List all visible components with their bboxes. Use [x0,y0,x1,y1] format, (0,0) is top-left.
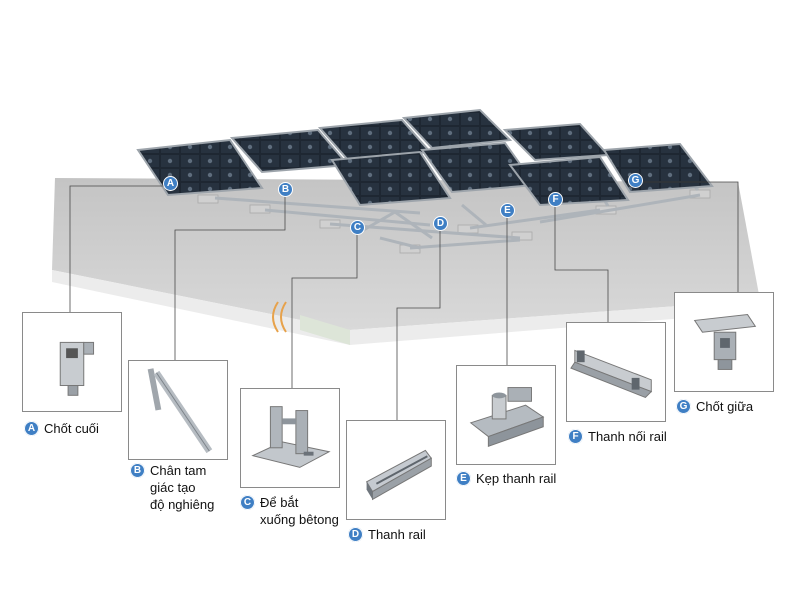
part-label-f: Thanh nối rail [588,429,667,444]
solar-panel [330,150,452,207]
part-caption-f: F Thanh nối rail [568,428,667,445]
part-label-e: Kẹp thanh rail [476,471,557,486]
part-label-d: Thanh rail [368,527,426,542]
badge-f: F [568,429,583,444]
mid-clamp-icon [693,314,757,370]
part-caption-b: B Chân tam giác tạo độ nghiêng [130,462,214,513]
solar-panel [502,122,611,162]
rail-connector-icon [570,349,653,399]
end-clamp-icon [59,341,95,396]
marker-d: D [433,216,448,231]
part-label-g: Chốt giữa [696,399,754,414]
part-caption-d: D Thanh rail [348,526,426,543]
concrete-base-icon [251,406,331,468]
triangle-leg-icon [147,368,213,454]
rail-icon [365,449,433,501]
part-caption-e: E Kẹp thanh rail [456,470,556,487]
roof-slab-front [300,315,350,345]
part-image-e [456,365,556,465]
badge-a: A [24,421,39,436]
badge-c: C [240,495,255,510]
solar-panel [401,108,513,150]
part-image-g [674,292,774,392]
roof-slab-side [52,270,760,345]
badge-d: D [348,527,363,542]
badge-b: B [130,463,145,478]
badge-g: G [676,399,691,414]
part-label-b: Chân tam giác tạo độ nghiêng [150,463,215,512]
marker-e: E [500,203,515,218]
marker-b: B [278,182,293,197]
part-image-f [566,322,666,422]
marker-a: A [163,176,178,191]
marker-f: F [548,192,563,207]
part-image-a [22,312,122,412]
solar-panel [508,155,630,207]
rail-clamp-icon [469,387,545,448]
marker-g: G [628,173,643,188]
badge-e: E [456,471,471,486]
part-caption-c: C Để bắt xuống bêtong [240,494,339,528]
part-label-c: Để bắt xuống bêtong [260,495,339,527]
part-label-a: Chốt cuối [44,421,99,436]
part-image-c [240,388,340,488]
part-caption-g: G Chốt giữa [676,398,753,415]
part-caption-a: A Chốt cuối [24,420,99,437]
marker-c: C [350,220,365,235]
part-image-d [346,420,446,520]
part-image-b [128,360,228,460]
